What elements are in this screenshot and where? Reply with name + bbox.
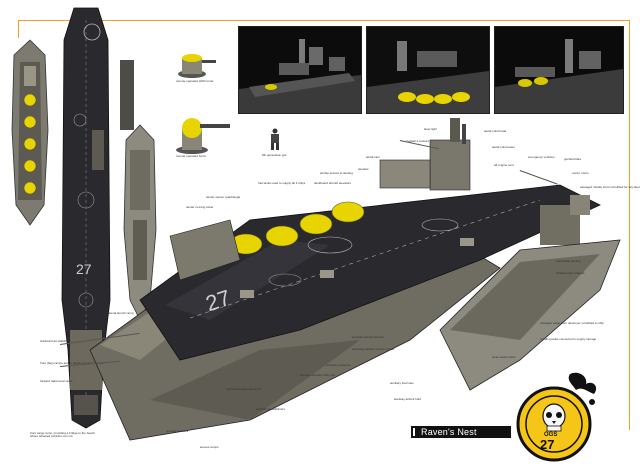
page-title: Raven's Nest <box>421 427 477 437</box>
note-tender-sensor: tender sensor quadrangle <box>206 195 241 199</box>
note-portside-elevator: portside aircraft elevator <box>352 335 385 339</box>
plan-view-drawing <box>11 7 157 429</box>
frame-line-left <box>18 20 19 38</box>
note-aerial-cam: aerial cam <box>366 155 380 159</box>
note-auxiliary-fuel: auxiliary fuel lines <box>390 381 414 385</box>
title-accent <box>413 428 415 436</box>
scale-figure <box>271 128 279 150</box>
note-retractable-landing: retractable landing <box>556 259 581 263</box>
note-pillar-tanks: molding tanks converted to supply storag… <box>540 337 597 341</box>
note-deckboard-lift: deckboard aircraft elevators <box>314 181 352 185</box>
note-portside-enclosure: portside enclosure <box>326 363 351 367</box>
note-front-cargo-ramp: front cargo ramp, providing a bridge to … <box>30 431 95 439</box>
note-aerial-mast: aerial mast head <box>484 129 507 133</box>
note-captains-lookout: Captain's lookout <box>406 139 429 143</box>
note-vector-rotors: vector rotors <box>572 171 589 175</box>
note-fuel-tanks: fuel tanks used to supply all 4 ships <box>258 181 306 185</box>
badge-top-text: OGS <box>544 432 558 438</box>
title-bar <box>411 426 511 438</box>
note-tender-tower: tender running tower <box>186 205 214 209</box>
render-panel-3 <box>494 26 624 114</box>
frame-line-right <box>629 20 630 430</box>
note-keelway-airlock: keelway airlock hold <box>394 397 421 401</box>
frame-line-top <box>18 20 630 21</box>
note-aerial-mast-tower: aerial mast tower <box>492 145 515 149</box>
note-access-ramps: access ramps <box>200 445 219 449</box>
note-gunfield-flare: gunfield flare <box>564 157 582 161</box>
note-salvaged-missile: salvaged missile turret retrofitted for … <box>580 185 640 189</box>
note-laser-light: laser light <box>424 127 437 131</box>
scale-figure-label: 6th generation grd <box>262 153 287 157</box>
note-portside-anchors: portside anchors <box>166 429 189 433</box>
note-elevator: elevator <box>358 167 369 171</box>
note-remote-hod-unit: remote operated HOD unit <box>300 373 336 377</box>
turret-side-label: remote operated turret <box>176 154 206 158</box>
note-portside-stabilizers: portside air stabilizers <box>256 407 286 411</box>
note-sidebar-helipad: sidebar lower helipad <box>556 271 585 275</box>
hull-number-plan: 27 <box>76 261 92 277</box>
turret-top-label: remote operated HOD turret <box>176 79 214 83</box>
note-landing-strip: airship access to landing <box>320 171 353 175</box>
note-reinforced-bulkhead: reinforced bulkhead sector <box>226 387 262 391</box>
note-lateral-launch: lateral launch ramp <box>108 311 134 315</box>
note-emergency-vehicles: emergency vehicles <box>528 155 555 159</box>
note-dockways-ladder: dockways ladder to front of bow <box>352 347 395 351</box>
turret-detail-drawings <box>176 54 230 154</box>
note-salvaged-cargo: salvaged cargo from destroyer retrofitte… <box>540 321 604 325</box>
note-front-ramp: front (bay) ramps and to deploy ground v… <box>40 361 104 365</box>
note-aft-engine-vent: aft engine vent <box>494 163 514 167</box>
render-panel-2 <box>366 26 490 114</box>
render-panel-1 <box>238 26 362 114</box>
ogs-badge-icon <box>516 372 597 462</box>
note-starboard-stabilizer: starboard air stabilizers <box>40 339 72 343</box>
note-forward-radar: forward radar level radar <box>40 379 73 383</box>
badge-number: 27 <box>540 437 555 452</box>
note-close-assist: close assist hatch <box>492 355 516 359</box>
